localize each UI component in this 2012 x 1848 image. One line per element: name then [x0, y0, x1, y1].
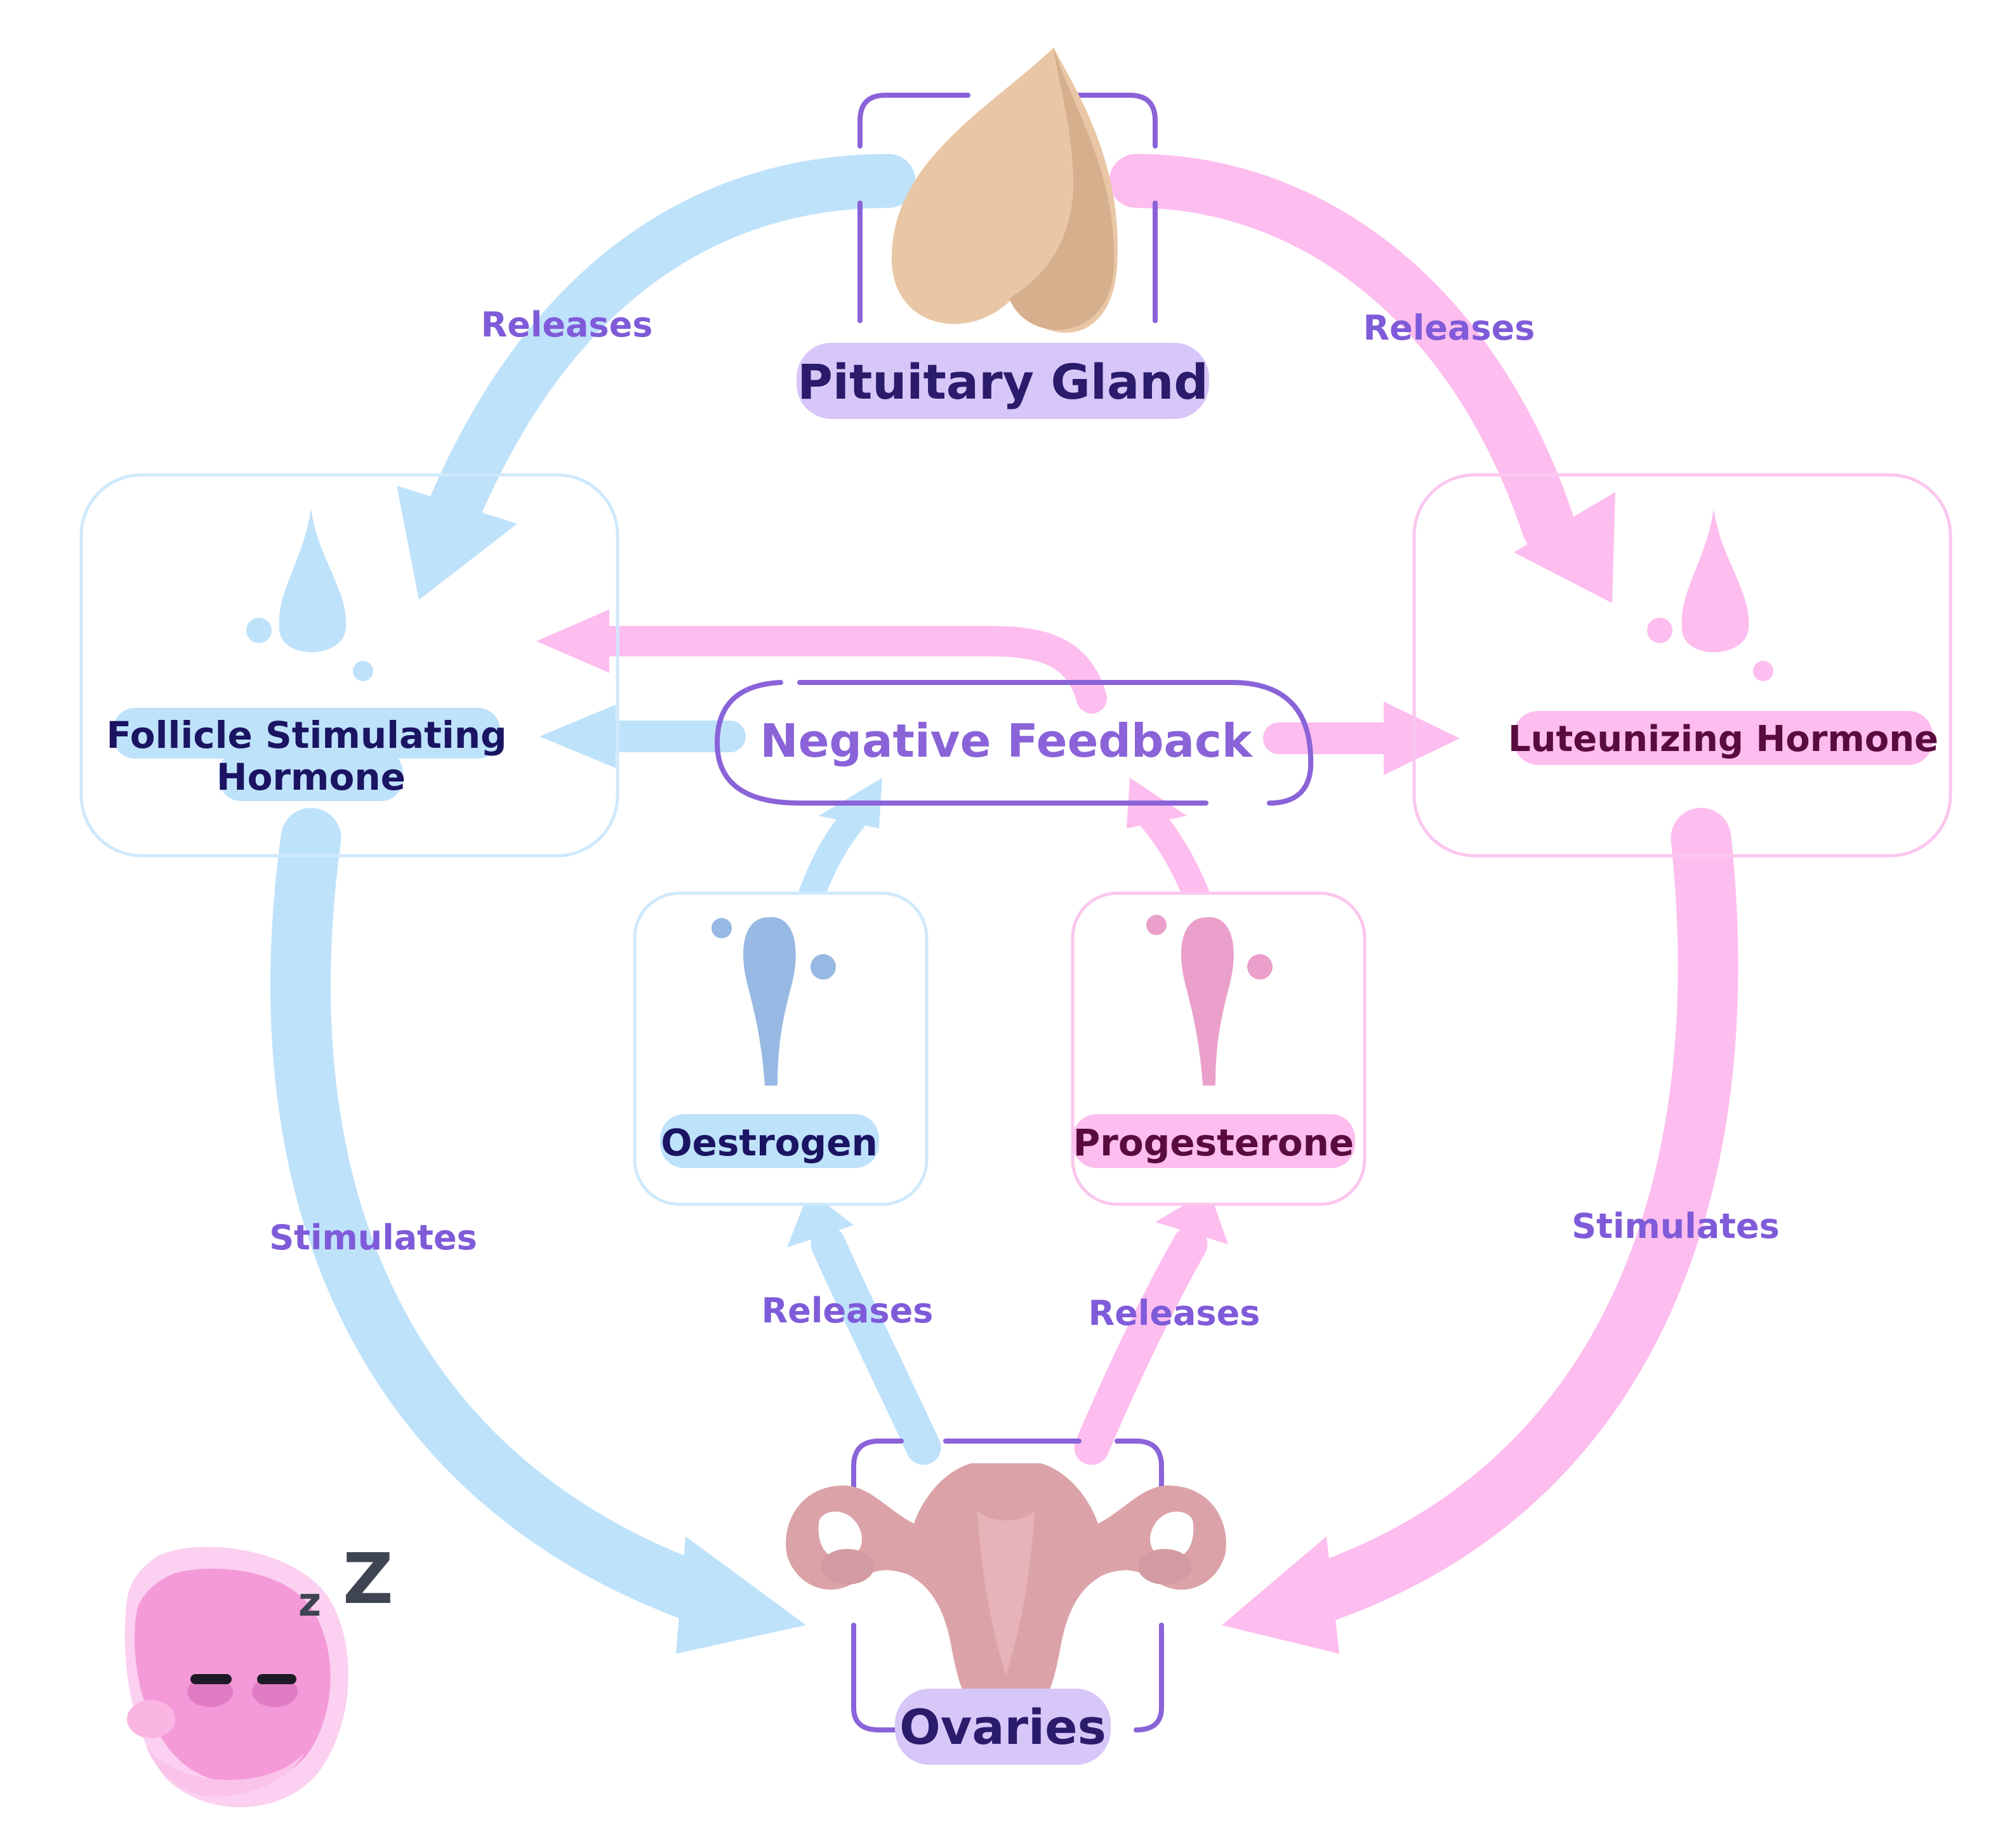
fsh-box	[79, 473, 619, 858]
fsh-label-line1: Follicle Stimulating	[106, 714, 506, 757]
arrow-pituitary-to-fsh	[397, 154, 916, 600]
releases-lh-label: Releases	[1363, 308, 1535, 348]
progesterone-hormone-icon	[1146, 915, 1273, 1086]
oestrogen-hormone-icon	[711, 917, 836, 1086]
ovaries-frame	[851, 1439, 1164, 1732]
fsh-label-bg2	[219, 750, 403, 801]
uterus-icon	[786, 1463, 1226, 1714]
negative-feedback-box	[714, 680, 1314, 806]
pituitary-frame	[857, 93, 1158, 323]
snore-small-z: z	[298, 1579, 321, 1625]
ovaries-label-bg	[895, 1689, 1111, 1765]
negative-feedback-label: Negative Feedback	[760, 714, 1253, 768]
stimulates-left-label: Stimulates	[269, 1218, 477, 1258]
lh-label-bg	[1514, 711, 1933, 765]
arrow-lh-to-ovaries	[1222, 808, 1738, 1654]
pituitary-gland-icon	[891, 48, 1118, 333]
arrow-feedback-to-lh	[1263, 701, 1460, 775]
fsh-label-line2: Hormone	[216, 755, 406, 799]
sleeping-blob-mascot: Z z	[124, 1538, 394, 1807]
arrow-progesterone-to-feedback	[1127, 778, 1210, 908]
arrow-oestrogen-to-feedback	[796, 778, 882, 915]
lh-hormone-icon	[1647, 508, 1773, 681]
arrow-fsh-to-ovaries	[270, 808, 806, 1654]
snore-big-z: Z	[343, 1538, 394, 1619]
oestrogen-label-bg	[660, 1114, 879, 1168]
progesterone-label: Progesterone	[1073, 1121, 1354, 1164]
releases-oestrogen-label: Releases	[762, 1291, 934, 1331]
releases-fsh-label: Releases	[481, 305, 653, 345]
fsh-label-bg1	[113, 708, 500, 759]
ovaries-label: Ovaries	[899, 1699, 1106, 1755]
releases-progesterone-label: Releases	[1089, 1293, 1261, 1333]
arrow-pituitary-to-lh	[1109, 154, 1615, 603]
stimulates-right-label: Stimulates	[1572, 1206, 1779, 1246]
lh-label: Luteunizing Hormone	[1508, 719, 1938, 760]
oestrogen-label: Oestrogen	[661, 1121, 878, 1164]
pituitary-label-bg	[797, 343, 1209, 419]
fsh-hormone-icon	[246, 508, 373, 681]
progesterone-label-bg	[1073, 1114, 1355, 1168]
lh-box	[1412, 473, 1952, 858]
arrow-feedback-to-fsh	[539, 705, 746, 768]
pituitary-label: Pituitary Gland	[797, 354, 1208, 410]
